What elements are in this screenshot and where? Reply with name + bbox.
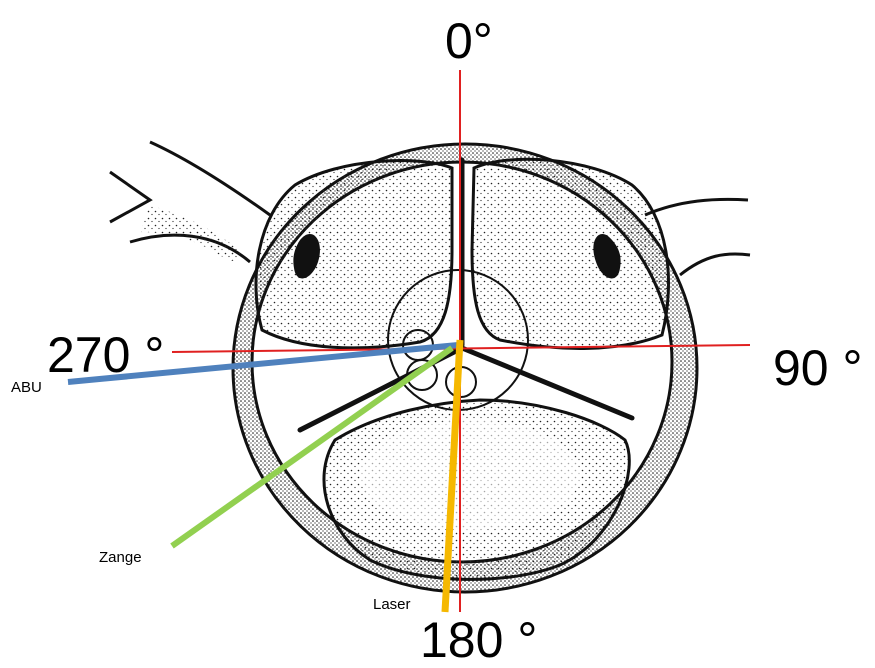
cusp-left <box>256 161 452 348</box>
instrument-label-laser: Laser <box>373 597 411 612</box>
cusp-right <box>472 159 669 348</box>
instrument-label-abu: ABU <box>11 380 42 395</box>
instrument-label-zange: Zange <box>99 550 142 565</box>
angle-label-180: 180 ° <box>420 615 537 665</box>
left-vessel <box>110 142 270 262</box>
angle-label-90: 90 ° <box>773 343 863 393</box>
angle-label-270: 270 ° <box>47 330 164 380</box>
angle-label-0: 0° <box>445 16 493 66</box>
left-vessel-shading <box>140 205 245 262</box>
